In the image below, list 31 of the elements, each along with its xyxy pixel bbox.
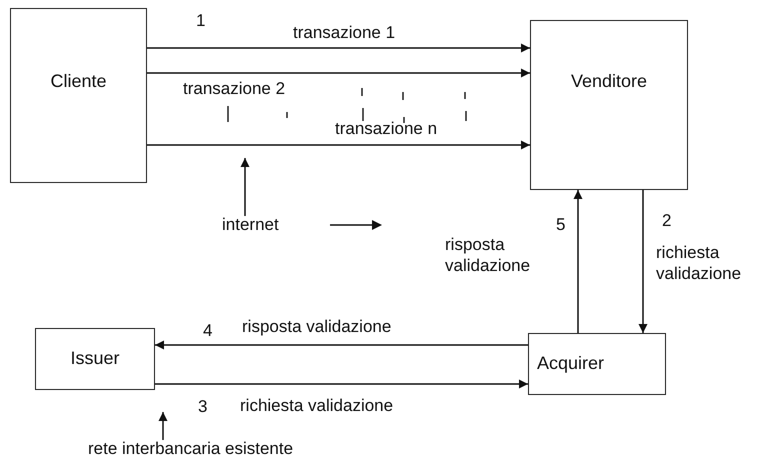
arrow [574, 190, 582, 333]
edge-label: transazione n [335, 118, 438, 140]
edge-label: risposta validazione [242, 316, 392, 338]
step-number: 3 [198, 396, 208, 418]
edge-label: richiesta validazione [240, 395, 394, 416]
edge-label: risposta validazione [445, 234, 532, 276]
entity-box [10, 8, 147, 183]
arrow [638, 190, 648, 333]
box-label: Cliente [50, 71, 107, 93]
edge-label: transazione 1 [293, 22, 396, 44]
box-label: Issuer [70, 348, 120, 370]
step-number: 1 [196, 10, 206, 32]
entity-box [528, 333, 666, 395]
step-number: 4 [203, 320, 212, 342]
annotation-text: rete interbancaria esistente [88, 440, 403, 457]
box-label: Acquirer [537, 353, 604, 375]
edge-label: richiesta validazione [656, 242, 742, 284]
entity-box [530, 20, 688, 190]
annotation-text: internet [222, 216, 326, 233]
arrow [147, 140, 530, 150]
step-number: 5 [556, 214, 566, 236]
arrow [155, 380, 528, 388]
box-label: Venditore [570, 71, 648, 93]
entity-box [35, 328, 155, 390]
step-number: 2 [662, 210, 672, 232]
arrow [155, 340, 528, 350]
arrow [147, 44, 530, 52]
arrow [240, 158, 250, 216]
arrow [147, 68, 530, 78]
arrow [158, 412, 168, 440]
edge-label: transazione 2 [183, 78, 286, 100]
